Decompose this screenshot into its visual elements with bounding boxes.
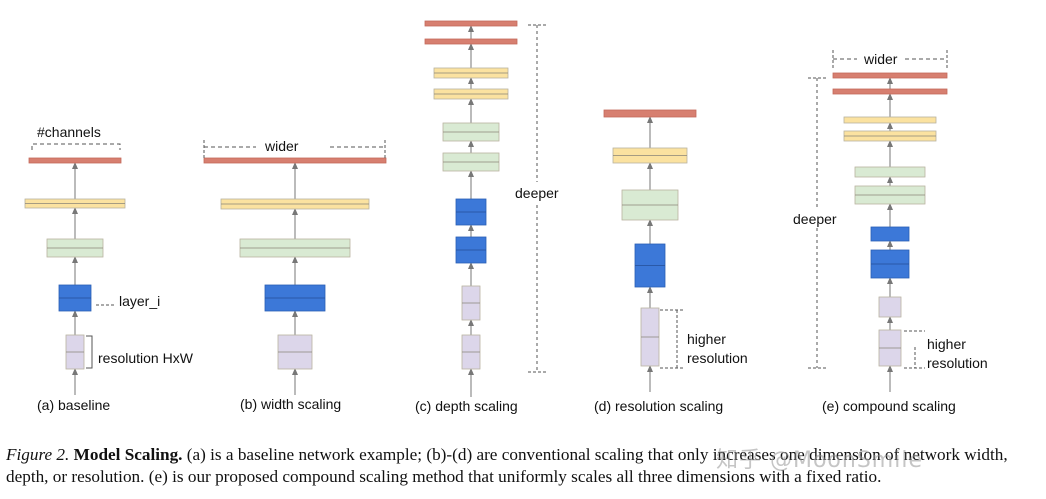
resolution-label: resolution HxW <box>98 350 194 366</box>
wider-label-b: wider <box>264 138 299 154</box>
resolution-bracket <box>86 335 93 369</box>
panel-b-annotations: wider <box>203 138 386 158</box>
model-scaling-diagram: #channels layer_i resolution HxW wider d… <box>24 20 988 414</box>
panel-a-annotations: #channels layer_i resolution HxW <box>31 124 194 369</box>
deeper-label-e: deeper <box>793 211 837 227</box>
panel-label-c: (c) depth scaling <box>415 398 518 414</box>
layer-label: layer_i <box>119 293 160 309</box>
resolution-word-e: resolution <box>927 355 988 371</box>
channels-bracket <box>31 143 121 150</box>
layer-block-e-4 <box>854 166 926 178</box>
resolution-word-d: resolution <box>687 350 748 366</box>
layer-block-e-6 <box>870 226 910 242</box>
deeper-label-c: deeper <box>515 185 559 201</box>
layer-block-e-8 <box>878 296 902 318</box>
layer-block-c-0 <box>424 20 518 27</box>
caption-title: Model Scaling. <box>73 445 183 464</box>
layer-block-e-1 <box>832 88 948 95</box>
channels-label: #channels <box>37 124 101 140</box>
layer-block-e-2 <box>843 116 937 124</box>
higher-label-e: higher <box>927 336 966 352</box>
caption-text: (a) is a baseline network example; (b)-(… <box>6 445 1008 486</box>
panel-label-b: (b) width scaling <box>240 396 341 412</box>
wider-label-e: wider <box>863 51 898 67</box>
panel-d-annotations: higher resolution <box>660 309 748 369</box>
layer-block-c-1 <box>424 38 518 45</box>
layer-block-d-0 <box>603 109 697 118</box>
higher-label-d: higher <box>687 331 726 347</box>
panel-label-e: (e) compound scaling <box>822 398 956 414</box>
panel-e-annotations: wider deeper higher resolution <box>790 50 988 371</box>
caption-figure-number: Figure 2. <box>6 445 70 464</box>
layer-block-a-0 <box>28 157 122 164</box>
panel-c-annotations: deeper <box>512 24 568 373</box>
layer-block-b-0 <box>203 157 387 164</box>
watermark-text: 知乎 @MoonSmile <box>716 448 923 473</box>
layer-block-e-0 <box>832 72 948 79</box>
panel-label-d: (d) resolution scaling <box>594 398 723 414</box>
figure-caption: Figure 2. Model Scaling. (a) is a baseli… <box>6 444 1042 488</box>
panel-labels: (a) baseline (b) width scaling (c) depth… <box>37 396 956 414</box>
panel-label-a: (a) baseline <box>37 397 110 413</box>
